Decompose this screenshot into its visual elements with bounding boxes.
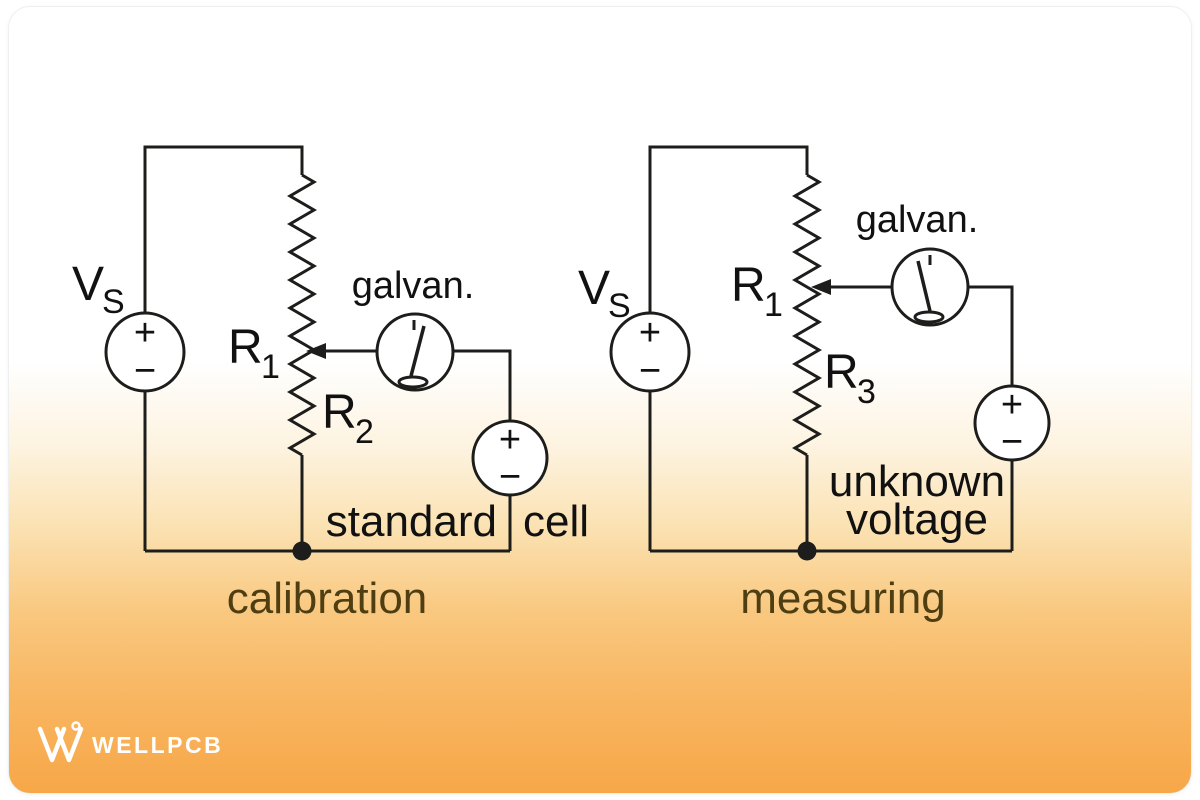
galvanometer	[375, 312, 455, 392]
voltage-source-vs: + −	[104, 311, 186, 393]
wiper-arrowhead-icon	[306, 343, 326, 359]
wire-top-loop	[143, 145, 304, 314]
standard-cell-word-right: cell	[523, 497, 589, 546]
supply-label-subscript: S	[608, 287, 631, 325]
source-circle	[609, 311, 691, 393]
resistor-r3-subscript: 3	[857, 373, 876, 411]
minus-sign: −	[639, 350, 661, 392]
supply-label-subscript: S	[102, 283, 125, 321]
meter-pivot	[913, 310, 945, 324]
wire-galvo-to-cell	[453, 349, 512, 421]
circuit-caption: calibration	[227, 574, 428, 623]
meter-circle	[890, 247, 970, 327]
circuit-caption: measuring	[740, 574, 945, 623]
resistor-r1-label: R	[228, 321, 263, 374]
supply-label: V	[578, 262, 610, 315]
resistor-r1-subscript: 1	[261, 348, 280, 386]
meter-needle	[916, 260, 932, 312]
wire-top-loop	[648, 145, 809, 315]
voltage-source-vs: + −	[609, 311, 691, 393]
resistor-r1-subscript: 1	[764, 286, 783, 324]
resistor-r3-label: R	[824, 346, 859, 399]
plus-sign: +	[499, 419, 521, 461]
meter-pivot	[397, 375, 429, 389]
minus-sign: −	[134, 350, 156, 392]
plus-sign: +	[639, 312, 661, 354]
resistor-r2-label: R	[322, 386, 357, 439]
logo-dot-icon	[71, 721, 81, 731]
meter-needle	[409, 325, 426, 377]
logo-wordmark: WELLPCB	[92, 732, 223, 758]
resistor-r2-subscript: 2	[355, 413, 374, 451]
source-circle	[104, 311, 186, 393]
supply-label: V	[72, 258, 104, 311]
galvanometer-label: galvan.	[352, 265, 475, 307]
minus-sign: −	[1001, 421, 1023, 463]
wellpcb-logo: WELLPCB	[37, 721, 223, 763]
wiper-arrowhead-icon	[811, 279, 831, 295]
plus-sign: +	[134, 312, 156, 354]
junction-dot	[797, 541, 817, 561]
unknown-voltage-word-2: voltage	[846, 495, 988, 544]
galvanometer	[890, 247, 970, 327]
plus-sign: +	[1001, 384, 1023, 426]
source-circle	[471, 419, 549, 497]
wire-galvo-to-source	[968, 285, 1014, 387]
potentiometer-resistor	[792, 173, 822, 457]
logo-w-mark-icon	[54, 726, 84, 763]
minus-sign: −	[499, 456, 521, 498]
calibration-circuit: + − + − V S R 1 R 2	[72, 145, 589, 623]
unknown-voltage-source: + −	[973, 384, 1051, 463]
junction-dot	[292, 541, 312, 561]
unknown-voltage-word-1: unknown	[829, 457, 1005, 506]
standard-cell-source: + −	[471, 419, 549, 498]
standard-cell-word-left: standard	[326, 497, 497, 546]
measuring-circuit: + − + − V S R 1 R 3	[578, 145, 1051, 623]
source-circle	[973, 384, 1051, 462]
resistor-r1-label: R	[731, 259, 766, 312]
meter-circle	[375, 312, 455, 392]
potentiometer-resistor	[287, 173, 317, 457]
galvanometer-label: galvan.	[856, 199, 979, 241]
